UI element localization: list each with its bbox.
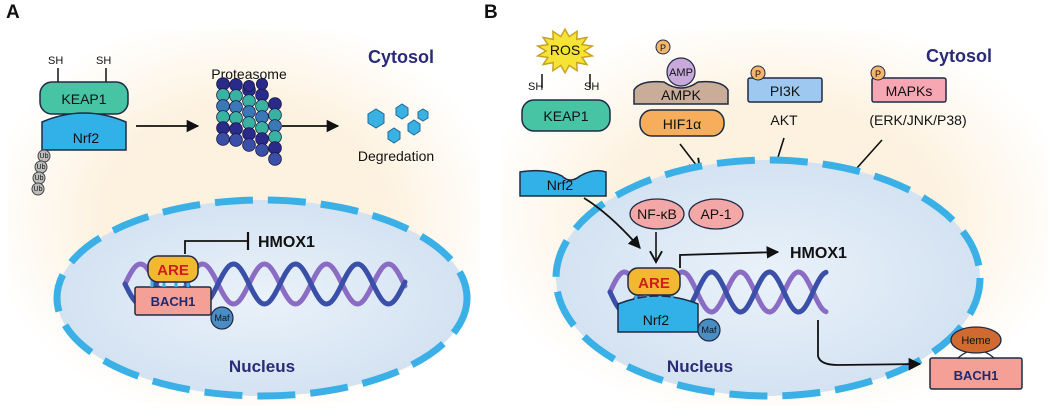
panel-b-are-label: ARE [638,275,670,292]
ubiquitin-label: Ub [40,153,49,160]
panel-a-bach1-label: BACH1 [151,294,196,309]
panel-a-are-label: ARE [157,262,189,279]
panel-a-letter: A [6,2,20,23]
panel-a-hmox1-label: HMOX1 [258,234,315,251]
panel-b-ros-label: ROS [550,42,580,58]
panel-b-sh-right: SH [584,81,599,93]
panel-b-mapks-label: MAPKs [886,83,933,99]
panel-b-are-shape [627,267,681,296]
panel-a-proteasome-icon [216,77,282,166]
panel-b-amp-label: AMP [669,67,693,79]
panel-b-pi3k-phospho-badge [750,65,766,81]
panel-b-hmox1-label: HMOX1 [790,245,847,262]
panel-b-activation-arrow [679,246,780,268]
panel-b-mapks-shape [871,77,947,103]
panel-a-nrf2-label: Nrf2 [73,130,100,146]
fragment-hexagon [407,119,421,136]
panel-a-cytosol-label: Cytosol [368,47,434,67]
panel-b-letter: B [484,2,498,23]
panel-b-ap1-shape [688,198,744,230]
ubiquitin-bead [31,182,45,196]
proteasome-subunit [255,143,269,157]
proteasome-subunit [268,152,282,166]
panel-a-proteasome-label: Proteasome [211,66,287,82]
panel-b-ampk-shape [633,80,729,105]
fragment-hexagon [395,103,409,120]
panel-b-hif1a-shape [639,109,725,137]
panel-b-akt-label: AKT [770,112,798,128]
panel-b-pi3k-shape [747,77,823,103]
fragment-hexagon [387,127,401,144]
panel-a-ubiquitin-chain: Ub Ub Ub Ub [31,149,51,196]
ubiquitin-label: Ub [35,175,44,182]
panel-b-ros-starburst [535,27,595,75]
proteasome-subunit [242,138,256,152]
panel-b-nrf2-nuclear-shape [617,295,699,333]
panel-a-peptide-fragments-icon [367,103,429,144]
panel-b-ampk-pathway: AMP P AMPK HIF1α [633,39,729,172]
panel-b-hif1a-label: HIF1α [663,116,701,132]
fragment-hexagon [417,108,429,122]
panel-b-nucleus-label: Nucleus [667,357,733,376]
panel-b-amp-phospho-label: P [660,43,666,53]
ubiquitin-label: Ub [34,186,43,193]
panel-b: B Cytosol ROS SH SH KEAP1 AMP P AMPK HIF… [484,2,1048,405]
proteasome-subunit [255,78,268,91]
panel-b-amp-phospho-badge [655,39,671,55]
panel-b-nrf2-nuclear-label: Nrf2 [643,312,670,328]
proteasome-subunit [242,80,255,93]
panel-b-mapks-phospho-label: P [875,69,881,79]
panel-a-nucleus-envelope [53,196,471,400]
fragment-hexagon [367,108,385,129]
panel-b-heme-shape [950,326,1002,354]
panel-a: A Cytosol SH SH KEAP1 Nrf2 Ub Ub Ub Ub [6,2,480,405]
panel-b-pi3k-label: PI3K [770,83,801,99]
panel-b-cytosol-label: Cytosol [926,46,992,66]
panel-b-nrf2-translocation-arrow [583,197,641,249]
ubiquitin-label: Ub [37,164,46,171]
panel-b-erk-label: (ERK/JNK/P38) [869,112,966,128]
panel-a-maf-shape [210,306,234,330]
panel-b-keap1-label: KEAP1 [543,108,588,124]
panel-b-nrf2-cytosolic-label: Nrf2 [547,177,574,193]
panel-a-repression-line [184,240,248,254]
panel-b-mapk-pathway: MAPKs P (ERK/JNK/P38) [846,65,967,180]
panel-b-bach1-export-arrow [817,320,922,371]
panel-b-maf-shape [697,318,721,342]
panel-a-keap1-nrf2-complex: SH SH KEAP1 Nrf2 Ub Ub Ub Ub [31,55,129,196]
proteasome-subunit [229,133,243,147]
panel-b-bach1-label: BACH1 [954,368,999,383]
panel-a-are-shape [147,255,199,283]
panel-b-nfkb-label: NF-κB [637,206,677,222]
panel-a-nucleus-label: Nucleus [229,357,295,376]
panel-b-maf-label: Maf [701,325,717,335]
panel-a-sh-right: SH [96,55,111,67]
panel-b-heme-label: Heme [961,335,990,347]
panel-a-degradation-label: Degredation [358,148,434,164]
panel-b-ros-keap1: ROS SH SH KEAP1 [521,27,611,132]
panel-b-mapks-phospho-badge [870,65,886,81]
proteasome-subunit [216,132,230,146]
panel-b-pi3k-phospho-label: P [755,69,761,79]
panel-a-bach1-shape [134,286,212,316]
panel-b-ap1-label: AP-1 [700,206,731,222]
panel-b-nfkb-shape [629,198,685,230]
panel-a-maf-label: Maf [214,313,230,323]
panel-a-keap1-label: KEAP1 [61,91,106,107]
panel-b-ampk-label: AMPK [661,87,701,103]
panel-a-sh-left: SH [48,55,63,67]
panel-b-amp-shape [666,57,696,87]
panel-b-nrf2-cytosolic-shape [519,169,607,197]
panel-a-nrf2-shape [41,112,127,151]
panel-b-sh-left: SH [528,81,543,93]
panel-b-pi3k-pathway: PI3K P AKT [747,65,823,172]
panel-b-keap1-shape [521,99,611,132]
